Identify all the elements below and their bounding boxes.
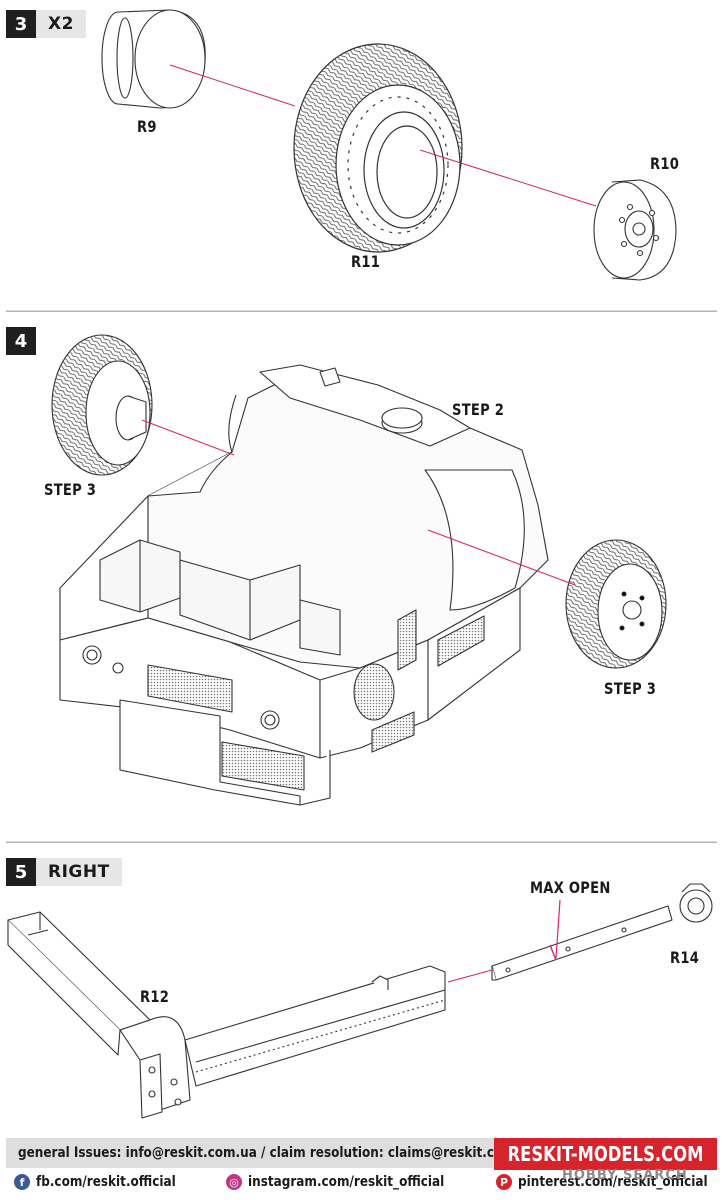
social-facebook[interactable]: f fb.com/reskit.official <box>14 1174 198 1190</box>
wheel-step3-right <box>565 539 667 669</box>
step-5-header: 5 RIGHT <box>6 858 122 886</box>
step-4-header: 4 <box>6 327 36 355</box>
label-step3-right: STEP 3 <box>604 679 657 698</box>
label-step3-left: STEP 3 <box>44 480 97 499</box>
watermark: HOBBY SEARCH <box>562 1168 688 1183</box>
label-r14: R14 <box>670 948 700 967</box>
part-r11-tire <box>293 43 463 253</box>
facebook-link-text: fb.com/reskit.official <box>36 1174 176 1190</box>
facebook-icon: f <box>14 1174 30 1190</box>
footer-contact: general Issues: info@reskit.com.ua / cla… <box>6 1138 536 1168</box>
label-max-open: MAX OPEN <box>530 878 611 897</box>
instagram-icon: ◎ <box>226 1174 242 1190</box>
footer-brand-text: RESKIT-MODELS.COM <box>507 1142 704 1166</box>
max-open-marker <box>555 899 561 959</box>
step-tag: RIGHT <box>36 858 122 886</box>
pinterest-link-text: pinterest.com/reskit_official <box>518 1174 708 1190</box>
footer-contact-text: general Issues: info@reskit.com.ua / cla… <box>18 1145 537 1161</box>
part-r14-slider <box>491 883 713 981</box>
leader-line-step5 <box>447 969 493 983</box>
footer-brand[interactable]: RESKIT-MODELS.COM <box>494 1138 717 1170</box>
step-number: 4 <box>6 327 36 355</box>
leader-lines-step4 <box>141 419 576 586</box>
social-links: f fb.com/reskit.official ◎ instagram.com… <box>6 1174 717 1198</box>
wheel-step3-left <box>51 334 153 476</box>
part-r9 <box>101 9 206 109</box>
divider-step3 <box>6 311 717 312</box>
footer-bar: general Issues: info@reskit.com.ua / cla… <box>6 1138 717 1170</box>
leader-lines-step3 <box>169 64 597 207</box>
step-number: 5 <box>6 858 36 886</box>
hull-body <box>59 364 549 806</box>
step-number: 3 <box>6 10 36 38</box>
social-pinterest[interactable]: P pinterest.com/reskit_official <box>496 1174 723 1190</box>
label-r12: R12 <box>140 987 170 1006</box>
step-3-header: 3 X2 <box>6 10 86 38</box>
social-instagram[interactable]: ◎ instagram.com/reskit_official <box>226 1174 476 1190</box>
label-step2: STEP 2 <box>452 400 505 419</box>
instagram-link-text: instagram.com/reskit_official <box>248 1174 445 1190</box>
label-r9: R9 <box>137 117 157 136</box>
part-r12-trail <box>7 911 446 1119</box>
pinterest-icon: P <box>496 1174 512 1190</box>
label-r10: R10 <box>650 154 680 173</box>
label-r11: R11 <box>351 252 381 271</box>
part-r10-wheel <box>593 179 677 281</box>
divider-step4 <box>6 842 717 843</box>
step-tag: X2 <box>36 10 86 38</box>
